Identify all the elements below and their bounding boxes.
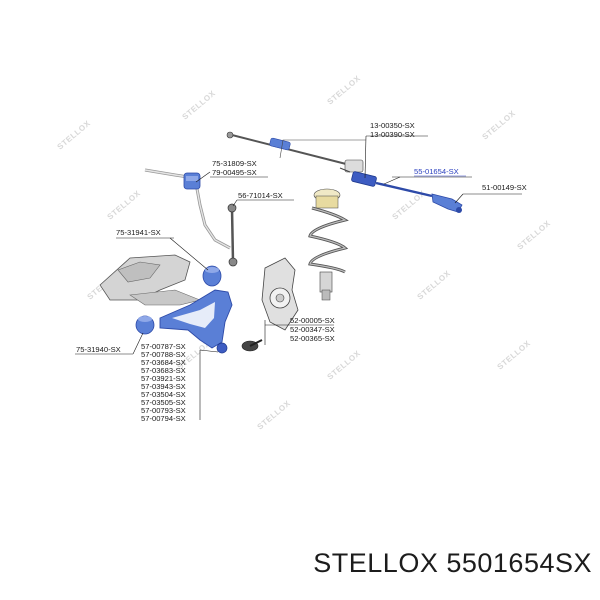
label-bushing-lower: 75-31940-SX [76,345,121,354]
label-control-arm: 57-00787-SX [141,342,186,351]
stabilizer-bar [144,168,231,250]
label-tie-rod: 13-00390-SX [370,130,415,139]
label-control-arm: 57-00793-SX [141,406,186,415]
footer-brand: STELLOX [313,548,439,578]
label-control-arm: 57-03505-SX [141,398,186,407]
watermark: STELLOX [416,269,453,302]
label-ball-joint: 52-00365-SX [290,334,335,343]
label-stab-link-upper: 79-00495-SX [212,168,257,177]
label-tie-rod-end: 51-00149-SX [482,183,527,192]
label-highlighted-part: 55-01654-SX [414,167,459,176]
watermark-layer: STELLOX STELLOX STELLOX STELLOX STELLOX … [56,74,553,432]
strut-assembly [308,188,349,301]
stabilizer-bushing-upper [183,172,201,190]
label-tie-rod: 13-00350-SX [370,121,415,130]
stabilizer-link [227,203,238,267]
ball-joint [241,339,263,352]
watermark: STELLOX [326,349,363,382]
watermark: STELLOX [481,109,518,142]
watermark: STELLOX [106,189,143,222]
footer-caption: STELLOX 5501654SX [0,548,592,579]
subframe-bushing-upper [202,265,222,287]
label-control-arm: 57-03921-SX [141,374,186,383]
footer-part-number: 5501654SX [446,548,592,578]
watermark: STELLOX [256,399,293,432]
steering-rack [226,131,364,173]
subframe [99,254,201,306]
label-control-arm: 57-00794-SX [141,414,186,423]
label-ball-joint: 52-00005-SX [290,316,335,325]
label-ball-joint: 52-00347-SX [290,325,335,334]
part-labels: 13-00350-SX 13-00390-SX 75-31809-SX 79-0… [76,121,527,423]
leader-lines [75,135,522,420]
steering-knuckle [261,257,299,331]
label-stab-link: 56-71014-SX [238,191,283,200]
watermark: STELLOX [496,339,533,372]
label-stab-link-upper: 75-31809-SX [212,159,257,168]
label-bushing-upper: 75-31941-SX [116,228,161,237]
label-control-arm: 57-03684-SX [141,358,186,367]
tie-rod-end [431,193,463,213]
label-control-arm: 57-03683-SX [141,366,186,375]
watermark: STELLOX [181,89,218,122]
subframe-bushing-lower [135,315,155,335]
label-control-arm: 57-00788-SX [141,350,186,359]
watermark: STELLOX [516,219,553,252]
label-control-arm: 57-03504-SX [141,390,186,399]
label-control-arm: 57-03943-SX [141,382,186,391]
control-arm [159,289,233,354]
watermark: STELLOX [56,119,93,152]
watermark: STELLOX [326,74,363,107]
